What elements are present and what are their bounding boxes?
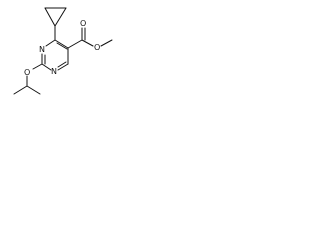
ring-double-c4-c5 — [56, 42, 68, 50]
ester-carbonyl-oxygen-label: O — [80, 19, 86, 28]
ring-double-c6-n1 — [57, 61, 67, 68]
bond-lines — [13, 7, 113, 95]
ring-bond-n1-c2 — [41, 63, 52, 71]
ring-nitrogen-top-label: N — [39, 45, 45, 54]
ester-ether-bond — [81, 39, 94, 47]
isopropyl-right-methyl-bond — [26, 85, 41, 95]
cyclopropyl-bond-3 — [54, 7, 67, 27]
isopropyl-left-methyl-bond — [13, 85, 28, 95]
molecule-drawing: O O N N O — [13, 7, 113, 95]
ring-nitrogen-bottom-label: N — [51, 67, 57, 76]
ring-bond-c4-c5 — [54, 39, 69, 49]
ring-to-isopropoxy-o-bond — [32, 63, 43, 70]
methyl-bond — [100, 39, 113, 47]
ester-ether-oxygen-label: O — [94, 43, 100, 52]
isopropoxy-oxygen-label: O — [24, 68, 30, 77]
ring-bond-c6-n1 — [57, 63, 69, 71]
ring-to-carbonyl-bond — [67, 39, 83, 49]
chemical-structure-canvas: O O N N O — [0, 0, 122, 110]
ring-bond-n3-c4 — [45, 39, 56, 47]
cyclopropyl-bond-1 — [44, 7, 56, 27]
